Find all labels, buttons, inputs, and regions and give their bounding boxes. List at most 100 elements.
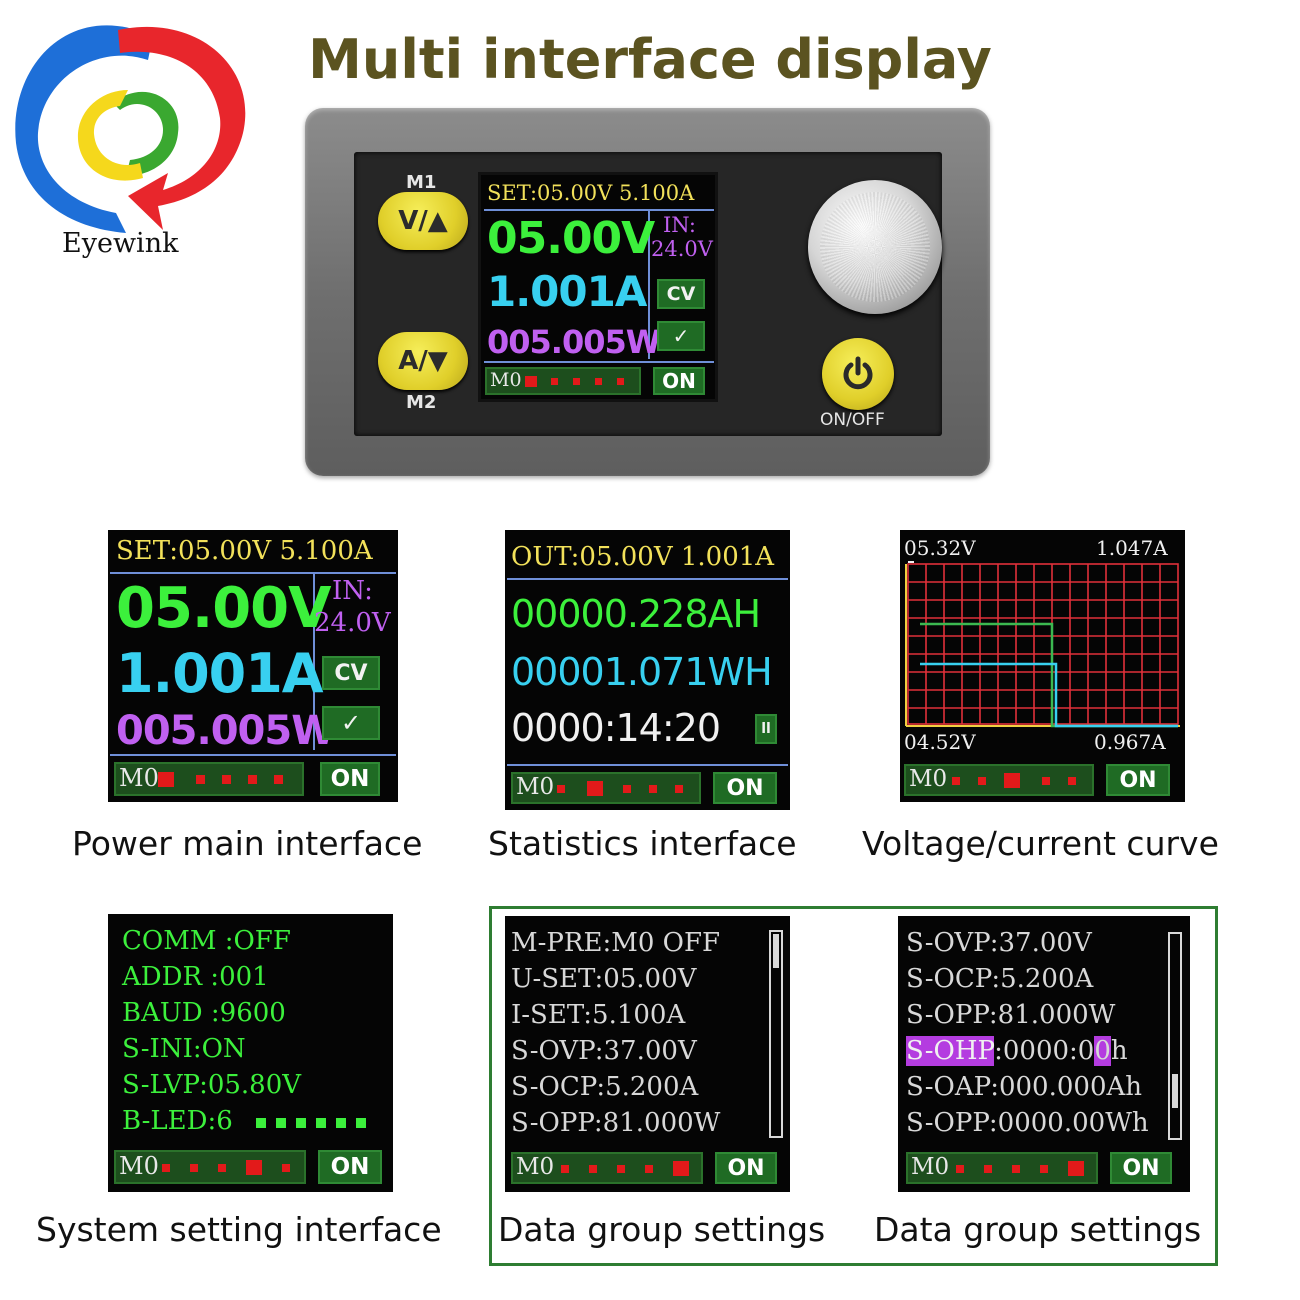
caption-data-group-2: Data group settings (874, 1210, 1202, 1249)
scrollbar[interactable] (769, 930, 783, 1138)
check-icon: ✓ (657, 321, 705, 351)
voltage-up-button[interactable]: V/▲ (378, 192, 468, 250)
memory-group-bar: M0 (114, 1150, 306, 1184)
over-power-protection-setting: S-OPP:81.000W (511, 1108, 721, 1138)
output-on-button[interactable]: ON (653, 367, 705, 395)
baud-setting: BAUD :9600 (122, 998, 286, 1028)
voltage-curve (920, 622, 1178, 728)
scrollbar-thumb[interactable] (1172, 1074, 1178, 1108)
voltage-readout: 05.00V (116, 576, 331, 641)
m2-label: M2 (406, 392, 437, 413)
data-group-settings-frame (489, 906, 1218, 1266)
selected-field-label[interactable]: S-OHP (906, 1036, 995, 1066)
caption-system: System setting interface (36, 1210, 442, 1249)
address-setting: ADDR :001 (122, 962, 269, 992)
memory-group-label: M0 (516, 774, 555, 800)
output-on-button[interactable]: ON (715, 1152, 777, 1184)
pause-icon: ll (755, 714, 777, 744)
brand-name: Eyewink (62, 228, 179, 259)
current-down-button[interactable]: A/▼ (378, 332, 468, 390)
m1-label: M1 (406, 172, 437, 193)
current-min-label: 0.967A (1094, 730, 1166, 754)
amp-hour-readout: 00000.228AH (511, 592, 761, 636)
memory-group-bar: M0 (114, 762, 304, 796)
power-main-screen: SET:05.00V 5.100A 05.00V IN: 24.0V 1.001… (108, 530, 398, 802)
comm-setting: COMM :OFF (122, 926, 291, 956)
input-label: IN: (663, 213, 696, 237)
curve-screen: 05.32V 1.047A 04.52V 0.967A M0 ON (900, 530, 1185, 802)
memory-group-label: M0 (119, 1152, 159, 1180)
power-label: ON/OFF (820, 410, 885, 430)
memory-group-bar: M0 (511, 772, 701, 804)
input-voltage: 24.0V (651, 237, 713, 261)
data-group-screen-1: M-PRE:M0 OFF U-SET:05.00V I-SET:5.100A S… (505, 916, 790, 1192)
set-line: SET:05.00V 5.100A (116, 536, 373, 566)
memory-group-label: M0 (119, 764, 159, 792)
over-watt-hour-protection-setting: S-OPP:0000.00Wh (906, 1108, 1149, 1138)
memory-preset-setting: M-PRE:M0 OFF (511, 928, 721, 958)
input-label: IN: (332, 576, 373, 606)
scrollbar[interactable] (1168, 932, 1182, 1140)
memory-group-bar: M0 (906, 1152, 1098, 1184)
memory-group-label: M0 (909, 766, 948, 792)
rotary-encoder-knob[interactable] (808, 180, 942, 314)
ohp-value-part: :0000:0 (994, 1036, 1095, 1066)
caption-power-main: Power main interface (72, 824, 423, 863)
cv-badge: CV (657, 279, 705, 309)
device-lcd-screen: SET:05.00V 5.100A 05.00V IN: 24.0V 1.001… (478, 172, 718, 402)
over-voltage-protection-setting: S-OVP:37.00V (511, 1036, 697, 1066)
backlight-setting: B-LED:6 (122, 1106, 233, 1136)
set-line: SET:05.00V 5.100A (487, 181, 695, 205)
ohp-unit: h (1110, 1036, 1128, 1066)
caption-statistics: Statistics interface (488, 824, 797, 863)
eyewink-logo-icon (15, 25, 246, 233)
statistics-screen: OUT:05.00V 1.001A 00000.228AH 00001.071W… (505, 530, 790, 810)
data-group-screen-2: S-OVP:37.00V S-OCP:5.200A S-OPP:81.000W … (898, 916, 1190, 1192)
startup-setting: S-INI:ON (122, 1034, 246, 1064)
over-voltage-protection-setting: S-OVP:37.00V (906, 928, 1092, 958)
over-current-protection-setting: S-OCP:5.200A (511, 1072, 699, 1102)
over-amp-hour-protection-setting: S-OAP:000.000Ah (906, 1072, 1143, 1102)
caption-curve: Voltage/current curve (862, 824, 1219, 863)
over-power-protection-setting: S-OPP:81.000W (906, 1000, 1116, 1030)
power-icon (843, 356, 873, 390)
voltage-readout: 05.00V (487, 213, 655, 264)
memory-group-bar: M0 (511, 1152, 703, 1184)
memory-group-label: M0 (516, 1154, 555, 1180)
scrollbar-thumb[interactable] (773, 934, 779, 968)
current-readout: 1.001A (487, 267, 647, 316)
backlight-level-bar (256, 1118, 376, 1132)
cursor-digit[interactable]: 0 (1094, 1036, 1111, 1066)
input-voltage: 24.0V (314, 608, 391, 638)
current-set-setting: I-SET:5.100A (511, 1000, 686, 1030)
voltage-max-label: 05.32V (904, 536, 976, 560)
elapsed-time-readout: 0000:14:20 (511, 706, 721, 750)
power-readout: 005.005W (116, 708, 335, 754)
voltage-set-setting: U-SET:05.00V (511, 964, 697, 994)
current-readout: 1.001A (116, 642, 324, 705)
system-setting-screen: COMM :OFF ADDR :001 BAUD :9600 S-INI:ON … (108, 914, 393, 1192)
check-icon: ✓ (322, 706, 380, 740)
current-max-label: 1.047A (1096, 536, 1168, 560)
power-button[interactable] (822, 338, 894, 410)
memory-group-bar: M0 (904, 764, 1094, 796)
voltage-min-label: 04.52V (904, 730, 976, 754)
memory-group-label: M0 (490, 369, 522, 391)
low-voltage-protection-setting: S-LVP:05.80V (122, 1070, 302, 1100)
current-curve (920, 662, 1178, 728)
output-on-button[interactable]: ON (1106, 764, 1170, 796)
cv-badge: CV (322, 656, 380, 690)
over-current-protection-setting: S-OCP:5.200A (906, 964, 1094, 994)
out-line: OUT:05.00V 1.001A (511, 542, 775, 572)
voltage-current-curve-plot (905, 561, 1180, 728)
output-on-button[interactable]: ON (1110, 1152, 1172, 1184)
memory-group-bar: M0 (485, 367, 641, 395)
over-hour-protection-setting[interactable]: S-OHP:0000:00h (906, 1036, 1128, 1066)
output-on-button[interactable]: ON (713, 772, 777, 804)
caption-data-group-1: Data group settings (498, 1210, 826, 1249)
watt-hour-readout: 00001.071WH (511, 650, 773, 694)
power-readout: 005.005W (487, 323, 661, 361)
page-title: Multi interface display (308, 28, 992, 91)
output-on-button[interactable]: ON (320, 762, 380, 796)
output-on-button[interactable]: ON (318, 1150, 382, 1184)
